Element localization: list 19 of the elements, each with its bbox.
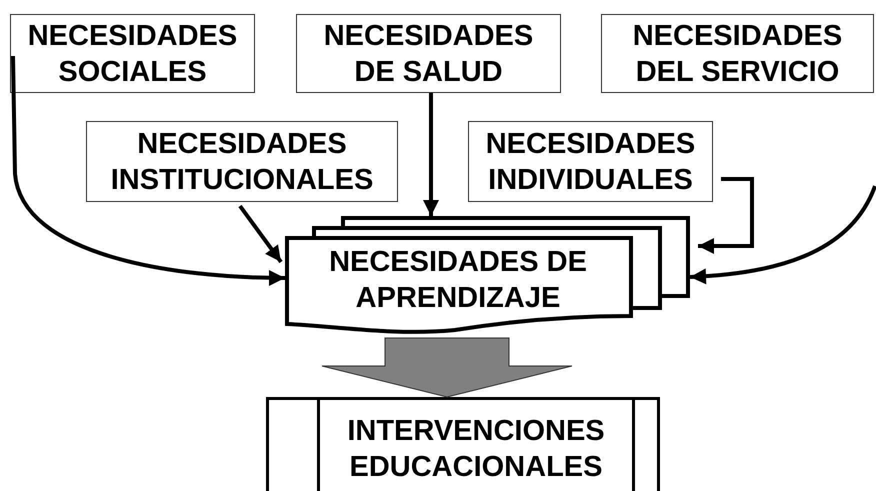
need-box: [601, 14, 874, 93]
need-box: [10, 14, 255, 93]
block-arrow: [322, 338, 572, 398]
node-label: NECESIDADES SOCIALES: [26, 18, 238, 90]
arrow: [423, 93, 439, 216]
node-label: NECESIDADES INDIVIDUALES: [484, 126, 696, 198]
arrow: [690, 185, 876, 284]
node-label: NECESIDADES DEL SERVICIO: [632, 18, 844, 90]
arrow: [11, 56, 286, 286]
arrow: [698, 177, 754, 254]
arrow: [238, 204, 283, 264]
process-box: [266, 397, 660, 491]
need-box: [468, 121, 713, 202]
node-label: NECESIDADES DE SALUD: [322, 18, 534, 90]
node-label: INTERVENCIONES EDUCACIONALES: [346, 414, 606, 485]
node-label: NECESIDADES INSTITUCIONALES: [110, 126, 374, 198]
need-box: [86, 121, 398, 202]
need-box: [296, 14, 561, 93]
node-label: NECESIDADES DE APRENDIZAJE: [328, 245, 588, 316]
